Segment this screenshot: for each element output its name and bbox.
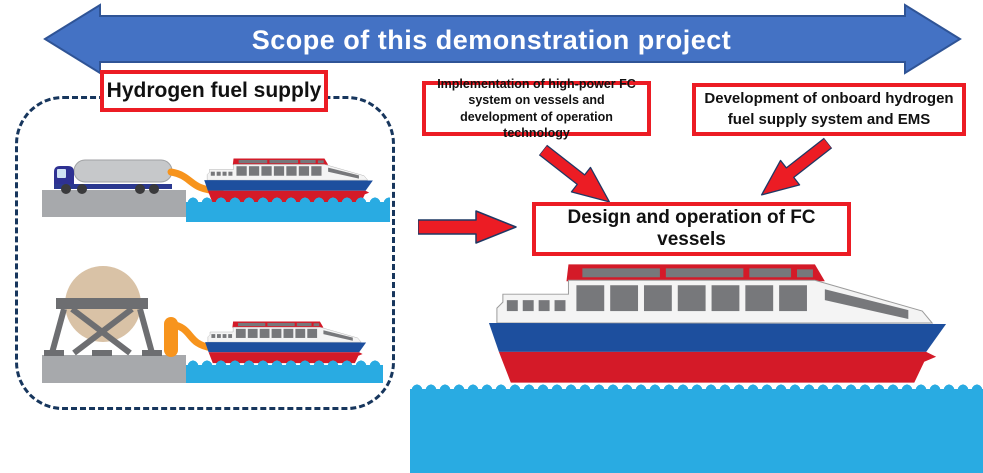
- development-box: Development of onboard hydrogen fuel sup…: [692, 83, 966, 136]
- sea-water: [186, 358, 383, 383]
- development-label: Development of onboard hydrogen fuel sup…: [704, 90, 954, 128]
- dock-icon: [42, 355, 186, 383]
- implementation-label: Implementation of high-power FC system o…: [437, 77, 636, 140]
- scope-banner-label: Scope of this demonstration project: [251, 24, 732, 55]
- sea-water: [186, 195, 390, 222]
- hydrogen-fuel-supply-label: Hydrogen fuel supply: [106, 79, 322, 102]
- sea-water: [410, 382, 983, 473]
- design-operation-label: Design and operation of FC vessels: [567, 207, 816, 250]
- fuel-hose-icon: [167, 320, 216, 352]
- implementation-box: Implementation of high-power FC system o…: [422, 77, 651, 140]
- hydrogen-fuel-supply-box: Hydrogen fuel supply: [100, 70, 328, 112]
- arrow-right-icon: [418, 210, 517, 244]
- design-operation-box: Design and operation of FC vessels: [532, 202, 851, 256]
- hydrogen-storage-sphere-icon: [44, 266, 216, 357]
- arrow-down-left-icon: [760, 137, 833, 196]
- arrow-down-right-icon: [538, 144, 611, 203]
- dock-icon: [42, 190, 186, 217]
- hydrogen-tanker-truck-icon: [54, 159, 173, 194]
- fc-vessel-large-icon: [483, 263, 960, 385]
- scope-banner-arrow-icon: [43, 3, 962, 75]
